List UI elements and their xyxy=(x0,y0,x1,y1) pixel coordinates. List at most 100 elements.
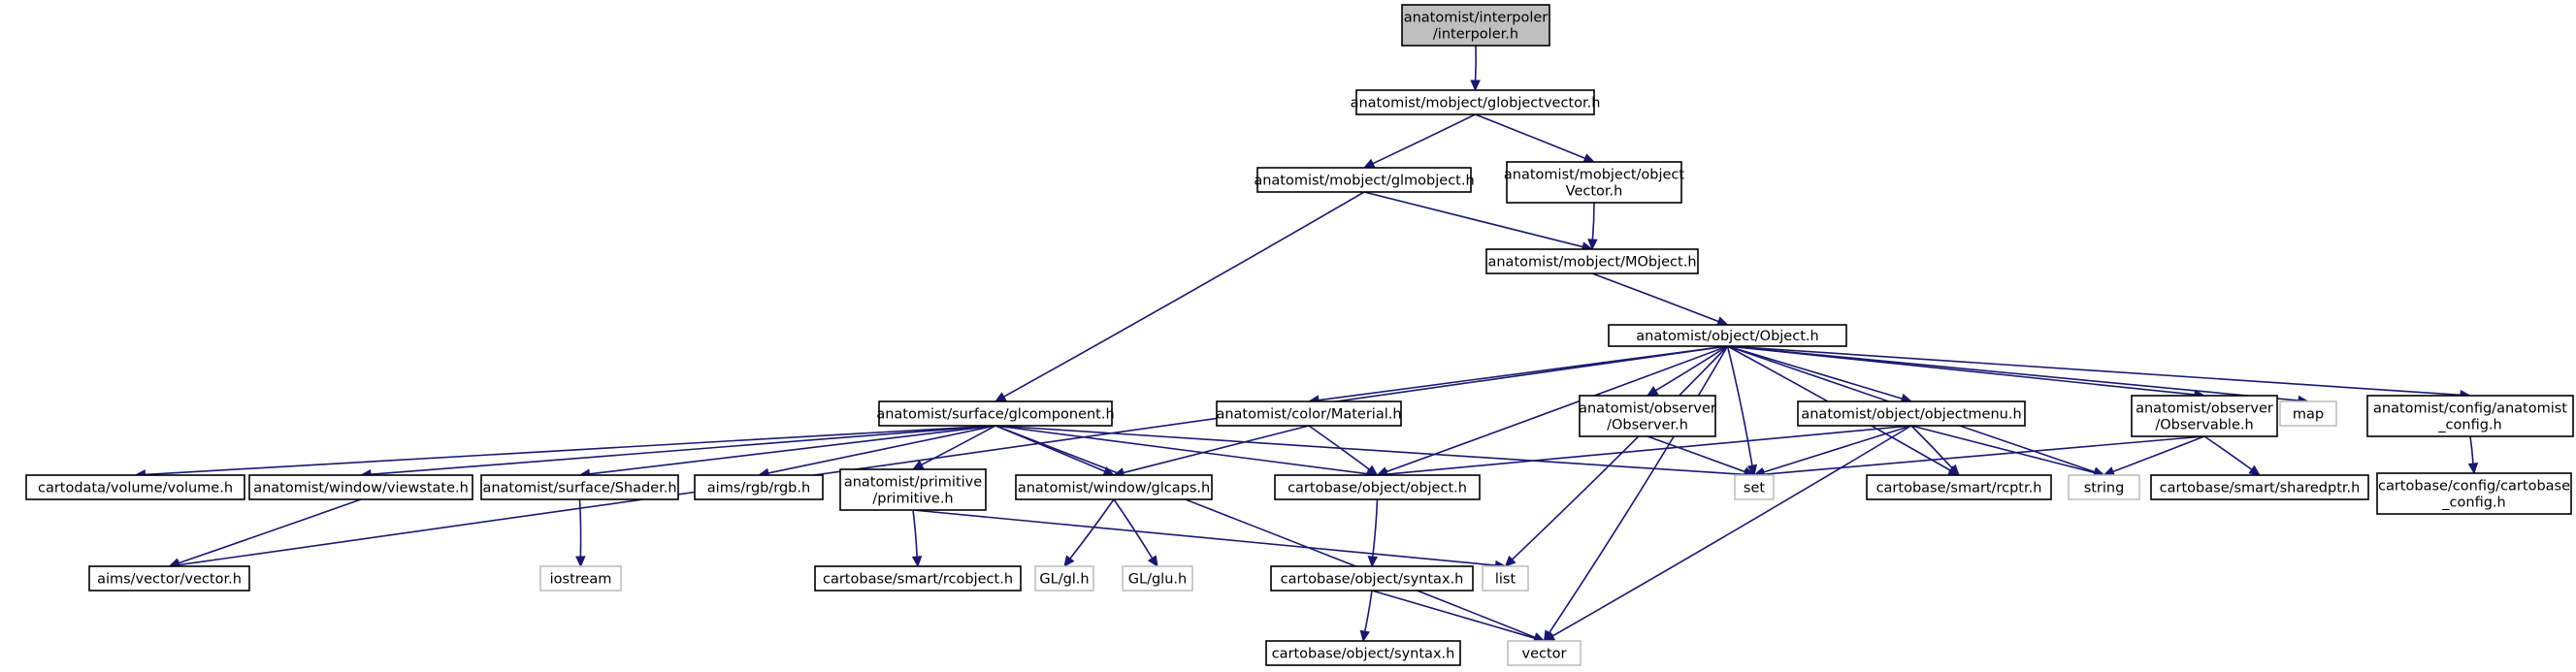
node-box xyxy=(2131,395,2278,437)
node-label: _config.h xyxy=(2437,418,2501,433)
node-label: anatomist/observer xyxy=(2136,401,2273,417)
node-observable[interactable]: anatomist/observer/Observable.h xyxy=(2131,395,2278,437)
edge-line xyxy=(921,425,996,466)
edge-line xyxy=(1069,498,1115,560)
node-box xyxy=(1401,4,1550,47)
node-box xyxy=(1608,324,1847,347)
edge-line xyxy=(1371,498,1379,558)
node-label: aims/rgb/rgb.h xyxy=(707,481,810,496)
node-observer[interactable]: anatomist/observer/Observer.h xyxy=(1579,395,1716,437)
node-box xyxy=(1506,161,1682,204)
edge-arrowhead xyxy=(575,556,586,568)
node-label: /Observable.h xyxy=(2155,418,2253,433)
node-label: vector xyxy=(1522,647,1567,662)
node-box xyxy=(1482,565,1529,592)
edge-glcomponent-to-vector xyxy=(995,425,1546,643)
edge-line xyxy=(1474,45,1477,81)
node-glmobject[interactable]: anatomist/mobject/glmobject.h xyxy=(1254,167,1475,193)
edge-line xyxy=(1372,113,1476,165)
node-cartobase-config[interactable]: cartobase/config/cartobase_config.h xyxy=(2376,472,2572,515)
node-box xyxy=(1579,395,1716,437)
node-glcomponent[interactable]: anatomist/surface/glcomponent.h xyxy=(876,400,1115,427)
node-box xyxy=(1274,474,1481,500)
node-label: anatomist/config/anatomist xyxy=(2373,401,2567,417)
edge-line xyxy=(1475,113,1586,160)
edge-arrowhead xyxy=(1367,556,1379,568)
node-viewstate[interactable]: anatomist/window/viewstate.h xyxy=(248,474,473,500)
edge-material-to-cb-object xyxy=(1308,425,1379,476)
node-box xyxy=(1122,565,1193,592)
node-box xyxy=(1866,474,2052,500)
node-gl[interactable]: GL/gl.h xyxy=(1034,565,1094,592)
node-box xyxy=(814,565,1022,592)
node-material[interactable]: anatomist/color/Material.h xyxy=(1216,400,1402,427)
node-shader[interactable]: anatomist/surface/Shader.h xyxy=(480,474,679,500)
node-primitive[interactable]: anatomist/primitive/primitive.h xyxy=(839,468,987,511)
node-box xyxy=(539,565,622,592)
node-box xyxy=(1270,565,1474,592)
node-globjectvector[interactable]: anatomist/mobject/globjectvector.h xyxy=(1351,89,1601,115)
edge-line xyxy=(145,425,996,476)
node-rcptr[interactable]: cartobase/smart/rcptr.h xyxy=(1866,474,2052,500)
edge-primitive-to-rcobject xyxy=(911,509,923,568)
edge-line xyxy=(2203,435,2253,470)
node-glcaps[interactable]: anatomist/window/glcaps.h xyxy=(1015,474,1213,500)
edge-line xyxy=(1727,345,2462,397)
node-label: anatomist/interpoler xyxy=(1404,11,1549,26)
node-sharedptr[interactable]: cartobase/smart/sharedptr.h xyxy=(2150,474,2369,500)
node-label: cartobase/smart/sharedptr.h xyxy=(2160,481,2361,496)
node-box xyxy=(248,474,473,500)
edge-arrowhead xyxy=(2248,464,2261,476)
edge-arrowhead xyxy=(1587,239,1598,251)
node-label: /interpoler.h xyxy=(1433,27,1518,43)
edge-line xyxy=(2469,435,2474,464)
node-vector[interactable]: vector xyxy=(1507,640,1581,666)
node-label: anatomist/object/objectmenu.h xyxy=(1801,407,2021,423)
edge-arrowhead xyxy=(911,556,923,568)
node-aims-vector[interactable]: aims/vector/vector.h xyxy=(88,565,250,592)
node-map[interactable]: map xyxy=(2279,400,2337,427)
edge-line xyxy=(1113,498,1154,560)
node-cb-object[interactable]: cartobase/object/object.h xyxy=(1274,474,1481,500)
node-volume[interactable]: cartodata/volume/volume.h xyxy=(25,474,245,500)
edge-line xyxy=(1726,345,1753,466)
edge-objectmenu-to-rcptr xyxy=(1910,425,1960,476)
node-iostream[interactable]: iostream xyxy=(539,565,622,592)
node-label: anatomist/primitive xyxy=(844,475,982,491)
node-rcobject[interactable]: cartobase/smart/rcobject.h xyxy=(814,565,1022,592)
node-label: list xyxy=(1495,572,1516,588)
edge-line xyxy=(995,425,1745,476)
edge-arrowhead xyxy=(994,392,1007,402)
node-objectmenu[interactable]: anatomist/object/objectmenu.h xyxy=(1797,400,2026,427)
node-box xyxy=(1265,640,1461,666)
node-box xyxy=(1734,474,1775,500)
edge-line xyxy=(1655,345,1728,392)
edge-line xyxy=(1363,191,1583,248)
edge-glcaps-to-gl xyxy=(1063,498,1115,567)
node-syntax-h[interactable]: cartobase/object/syntax.h xyxy=(1270,565,1474,592)
edge-line xyxy=(1647,435,1745,473)
node-list[interactable]: list xyxy=(1482,565,1529,592)
node-rgb[interactable]: aims/rgb/rgb.h xyxy=(694,474,824,500)
node-label: anatomist/window/viewstate.h xyxy=(253,481,469,496)
node-set[interactable]: set xyxy=(1734,474,1775,500)
node-box xyxy=(2279,400,2337,427)
node-interpoler[interactable]: anatomist/interpoler/interpoler.h xyxy=(1401,4,1550,47)
node-glu[interactable]: GL/glu.h xyxy=(1122,565,1193,592)
node-label: cartobase/smart/rcobject.h xyxy=(823,572,1013,588)
node-label: /Observer.h xyxy=(1607,418,1688,433)
edge-objectvector-to-mobject xyxy=(1587,202,1598,251)
node-mobject[interactable]: anatomist/mobject/MObject.h xyxy=(1485,248,1699,274)
node-string[interactable]: string xyxy=(2068,474,2140,500)
edge-arrowhead xyxy=(1063,555,1075,567)
node-anatomist-config[interactable]: anatomist/config/anatomist_config.h xyxy=(2366,395,2574,437)
node-syntax-h2[interactable]: cartobase/object/syntax.h xyxy=(1265,640,1461,666)
node-label: iostream xyxy=(550,572,612,588)
node-label: GL/glu.h xyxy=(1128,572,1187,588)
node-label: GL/gl.h xyxy=(1039,572,1089,588)
node-box xyxy=(2366,395,2574,437)
node-box xyxy=(694,474,824,500)
node-object[interactable]: anatomist/object/Object.h xyxy=(1608,324,1847,347)
